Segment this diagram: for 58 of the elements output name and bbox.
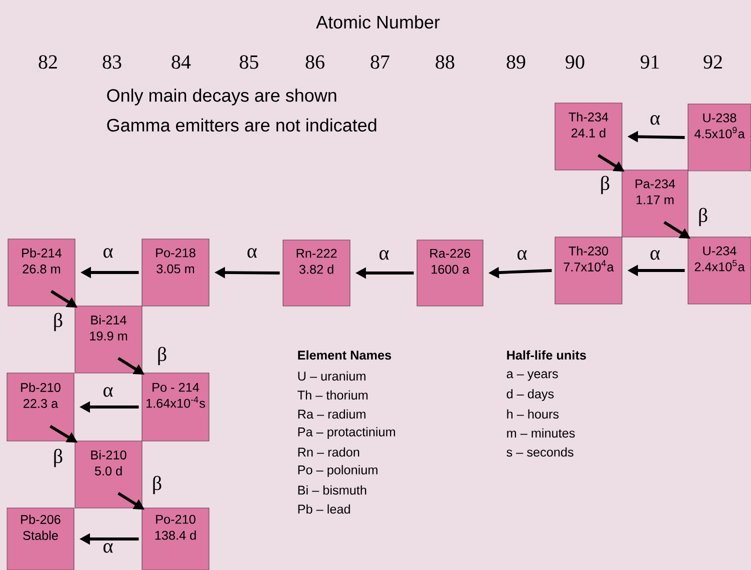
legend-heading: Element Names: [298, 350, 392, 360]
legend-text: Bi – bismuth: [298, 485, 366, 495]
decay-box: Pb-206 Stable: [6, 508, 74, 570]
axis-number: 90: [566, 55, 584, 69]
axis-number: 89: [506, 55, 526, 69]
axis-number: 86: [306, 55, 324, 69]
decay-box: Po - 214 1.64x10$^{-4}$s: [142, 372, 210, 442]
legend-text: m – minutes: [507, 428, 575, 438]
edge-label: α: [104, 248, 113, 258]
legend-text: Rn – radon: [298, 447, 360, 457]
decay-box: Pb-214 26.8 m: [8, 238, 76, 306]
legend-text: Pa – protactinium: [298, 427, 395, 439]
edge-label: α: [104, 387, 113, 397]
edge-label: α: [650, 250, 660, 260]
axis-number: 83: [102, 55, 122, 69]
axis-number: 92: [704, 55, 722, 69]
decay-box: Ra-226 1600 a: [416, 240, 484, 306]
edge-label: α: [104, 543, 113, 553]
decay-box: U-238 4.5x10$^{9}$a: [688, 104, 751, 172]
decay-box: Po-218 3.05 m: [142, 238, 210, 306]
legend-text: a – years: [506, 371, 558, 381]
axis-number: 87: [370, 55, 390, 69]
legend-text: h – hours: [507, 409, 559, 419]
axis-number: 85: [240, 55, 258, 69]
legend-heading: Half-life units: [507, 350, 586, 360]
decay-box: Bi-210 5.0 d: [74, 440, 142, 508]
edge-label: α: [248, 248, 257, 258]
legend-text: Ra – radium: [298, 409, 366, 419]
legend-text: s – seconds: [506, 447, 574, 457]
edge-label: α: [518, 250, 527, 260]
legend-text: Th – thorium: [298, 390, 368, 400]
edge-label: α: [380, 250, 389, 260]
decay-box: Th-234 24.1 d: [554, 102, 622, 170]
legend-text: Pb – lead: [298, 504, 350, 514]
note-text: Only main decays are shown: [107, 88, 336, 106]
legend-text: U – uranium: [298, 371, 366, 381]
axis-number: 82: [38, 55, 57, 69]
edge-label: β: [153, 476, 162, 494]
edge-label: β: [699, 208, 708, 226]
decay-box: Th-230 7.7x10$^{4}$a: [554, 236, 622, 304]
decay-box: Pa-234 1.17 m: [622, 170, 688, 238]
decay-box: Bi-214 19.9 m: [74, 306, 142, 374]
edge-label: β: [158, 346, 166, 366]
edge-label: β: [54, 312, 62, 332]
edge-label: β: [601, 176, 610, 194]
axis-number: 88: [436, 55, 454, 69]
decay-box: Rn-222 3.82 d: [282, 240, 350, 306]
edge-label: β: [54, 448, 62, 468]
decay-box: Pb-210 22.3 a: [6, 372, 74, 442]
legend-text: d – days: [506, 389, 554, 401]
legend-text: Po – polonium: [298, 465, 378, 477]
axis-number: 91: [640, 55, 659, 69]
decay-box: U-234 2.4x10$^{5}$a: [688, 236, 751, 304]
axis-title: Atomic Number: [316, 15, 440, 29]
axis-number: 84: [172, 55, 191, 69]
note-text: Gamma emitters are not indicated: [107, 118, 376, 132]
edge-label: α: [650, 115, 660, 125]
decay-box: Po-210 138.4 d: [142, 508, 210, 570]
